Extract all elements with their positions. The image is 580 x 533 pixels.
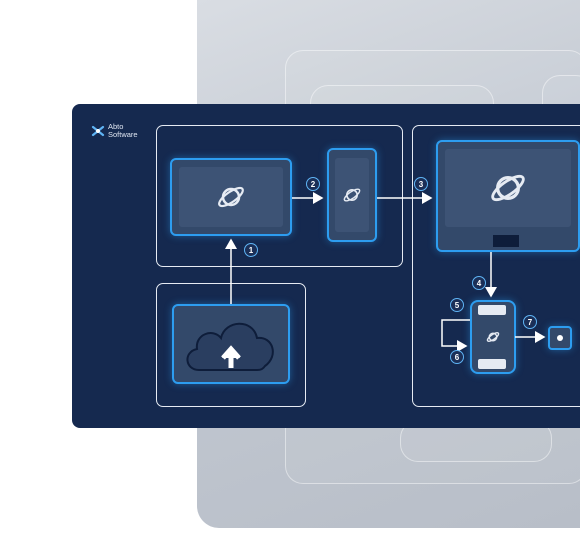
abto-logo-icon	[91, 125, 105, 137]
step-badge-3: 3	[414, 177, 428, 191]
step-badge-5: 5	[450, 298, 464, 312]
sensor-icon	[557, 335, 563, 341]
step-badge-1: 1	[244, 243, 258, 257]
step-badge-6: 6	[450, 350, 464, 364]
step-badge-2: 2	[306, 177, 320, 191]
satellite-icon	[218, 186, 244, 208]
step-badge-7: 7	[523, 315, 537, 329]
cloud-storage	[172, 304, 290, 384]
monitor-stand	[493, 235, 519, 247]
sensor-device	[548, 326, 572, 350]
logo-line-2: Software	[108, 130, 138, 139]
phone-device	[327, 148, 377, 242]
satellite-icon	[486, 332, 500, 342]
satellite-icon	[491, 174, 525, 202]
company-logo: Abto Software	[91, 123, 138, 139]
logo-line-1: Abto	[108, 122, 124, 131]
satellite-icon	[343, 188, 361, 202]
development-stage-box	[156, 125, 403, 267]
monitor-device	[436, 140, 580, 252]
arrow-5-6-loop	[441, 319, 470, 352]
laptop-device	[170, 158, 292, 236]
deployment-stage-box	[412, 125, 580, 407]
cloud-upload-icon	[186, 322, 274, 371]
step-badge-4: 4	[472, 276, 486, 290]
